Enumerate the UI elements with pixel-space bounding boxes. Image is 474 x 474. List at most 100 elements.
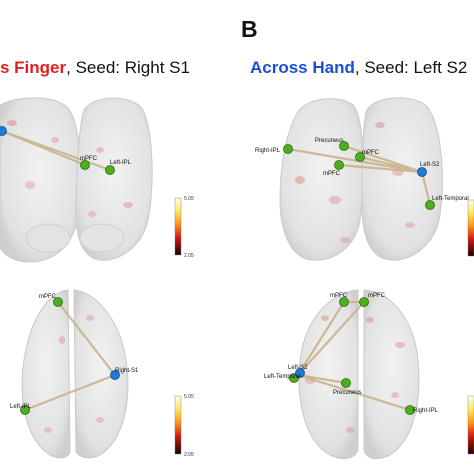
activation-blob xyxy=(44,427,52,433)
panel-b-top-nodes: Right-IPL Precuneus mPFC mPFC Left-S2 Le… xyxy=(255,138,469,210)
colorbar xyxy=(174,395,182,455)
activation-blob xyxy=(295,176,305,184)
activation-blob xyxy=(123,202,133,208)
panel-b-title: Across Hand, Seed: Left S2 xyxy=(250,58,467,78)
activation-blob xyxy=(405,222,415,228)
panel-b-top-colorbar xyxy=(467,199,474,257)
activation-blob xyxy=(366,317,374,323)
brain-right-hemisphere xyxy=(75,97,153,261)
panel-a-title: s Finger, Seed: Right S1 xyxy=(0,58,190,78)
brain-left-hemisphere xyxy=(279,98,364,261)
brain-left-hemisphere xyxy=(298,289,359,460)
node-label: mPFC xyxy=(368,293,386,299)
panel-b-bottom-brain xyxy=(298,289,420,460)
node-label: Left-Temporal xyxy=(432,196,469,202)
node-label: Left-Temporal xyxy=(264,374,301,380)
roi-node xyxy=(359,297,369,307)
seed-node xyxy=(417,167,427,177)
connection-edge xyxy=(296,300,346,377)
panel-a-seed: Seed: Right S1 xyxy=(70,58,190,77)
cerebellum xyxy=(25,223,71,253)
activation-blob xyxy=(86,315,94,321)
seed-node xyxy=(0,126,7,136)
brain-right-hemisphere xyxy=(361,97,443,261)
connection-edge xyxy=(420,170,432,207)
activation-blob xyxy=(340,237,350,243)
panel-a-bottom-brain xyxy=(21,289,129,459)
activation-blob xyxy=(96,417,104,423)
connection-edge xyxy=(337,163,424,174)
panel-a-bottom-edges xyxy=(23,300,117,412)
brain-left-hemisphere xyxy=(21,289,71,459)
panel-a-bottom-nodes: mPFC Right-S1 Left-IPL xyxy=(10,294,139,415)
cerebellum xyxy=(79,223,125,253)
node-label: mPFC xyxy=(330,293,348,299)
roi-node xyxy=(80,160,90,170)
panel-b-condition: Across Hand xyxy=(250,58,355,77)
node-label: mPFC xyxy=(80,156,98,162)
colorbar-min-label: 2.05 xyxy=(184,452,194,458)
activation-blob xyxy=(321,315,329,321)
connection-edge xyxy=(296,373,348,385)
connection-edge xyxy=(23,373,117,412)
colorbar-min-label: 2.05 xyxy=(184,253,194,259)
panel-a-top-nodes: mPFC Left-IPL xyxy=(0,126,132,175)
connection-edge xyxy=(286,147,424,174)
colorbar xyxy=(467,199,474,257)
roi-node xyxy=(405,405,415,415)
connection-edge xyxy=(296,300,366,377)
roi-node xyxy=(339,297,349,307)
panel-a-bottom-colorbar: 5.05 2.05 xyxy=(174,394,194,458)
connection-edge xyxy=(296,373,412,412)
roi-node xyxy=(53,297,63,307)
node-label: Left-S2 xyxy=(288,365,308,371)
activation-blob xyxy=(96,147,104,153)
connection-edge xyxy=(358,155,424,174)
panel-b-seed: Seed: Left S2 xyxy=(359,58,468,77)
activation-blob xyxy=(346,427,354,433)
activation-blob xyxy=(7,120,17,126)
roi-node xyxy=(355,152,365,162)
activation-blob xyxy=(51,137,59,143)
panel-b-letter: B xyxy=(241,16,258,42)
panel-b-bottom-colorbar xyxy=(467,395,474,455)
panel-a-condition: s Finger xyxy=(0,58,67,77)
activation-blob xyxy=(88,211,96,217)
colorbar-max-label: 5.05 xyxy=(184,394,194,400)
node-label: Right-S1 xyxy=(115,368,139,374)
colorbar xyxy=(467,395,474,455)
roi-node xyxy=(341,378,351,388)
roi-node xyxy=(334,160,344,170)
roi-node xyxy=(425,200,435,210)
roi-node xyxy=(283,144,293,154)
activation-blob xyxy=(59,336,65,344)
roi-node xyxy=(20,405,30,415)
roi-node xyxy=(105,165,115,175)
panel-b-separator: , xyxy=(354,58,360,77)
activation-blob xyxy=(391,392,399,398)
activation-blob xyxy=(25,181,35,189)
connection-edge xyxy=(0,129,112,172)
brain-right-hemisphere xyxy=(363,289,420,460)
panel-b-bottom-edges xyxy=(292,300,412,412)
panel-a-top-brain xyxy=(0,97,153,263)
node-label: Right-IPL xyxy=(413,408,439,414)
panel-b-bottom-nodes: mPFC mPFC Left-Temporal Left-S2 Precuneu… xyxy=(264,293,439,415)
node-label: Left-IPL xyxy=(10,404,32,410)
node-label: Left-S2 xyxy=(420,162,440,168)
connection-edge xyxy=(56,300,117,377)
node-label: mPFC xyxy=(323,171,341,177)
seed-node xyxy=(295,368,305,378)
colorbar-max-label: 5.05 xyxy=(184,196,194,202)
node-label: Precuneus xyxy=(333,390,362,396)
panel-a-separator: , xyxy=(66,58,71,77)
panel-b-top-edges xyxy=(286,144,432,207)
connection-edge xyxy=(342,144,424,174)
roi-node xyxy=(339,141,349,151)
node-label: Right-IPL xyxy=(255,148,281,154)
node-label: mPFC xyxy=(39,294,57,300)
node-label: Precuneus xyxy=(315,138,344,144)
brain-right-hemisphere xyxy=(73,289,129,459)
panel-a-top-edges xyxy=(0,129,112,172)
